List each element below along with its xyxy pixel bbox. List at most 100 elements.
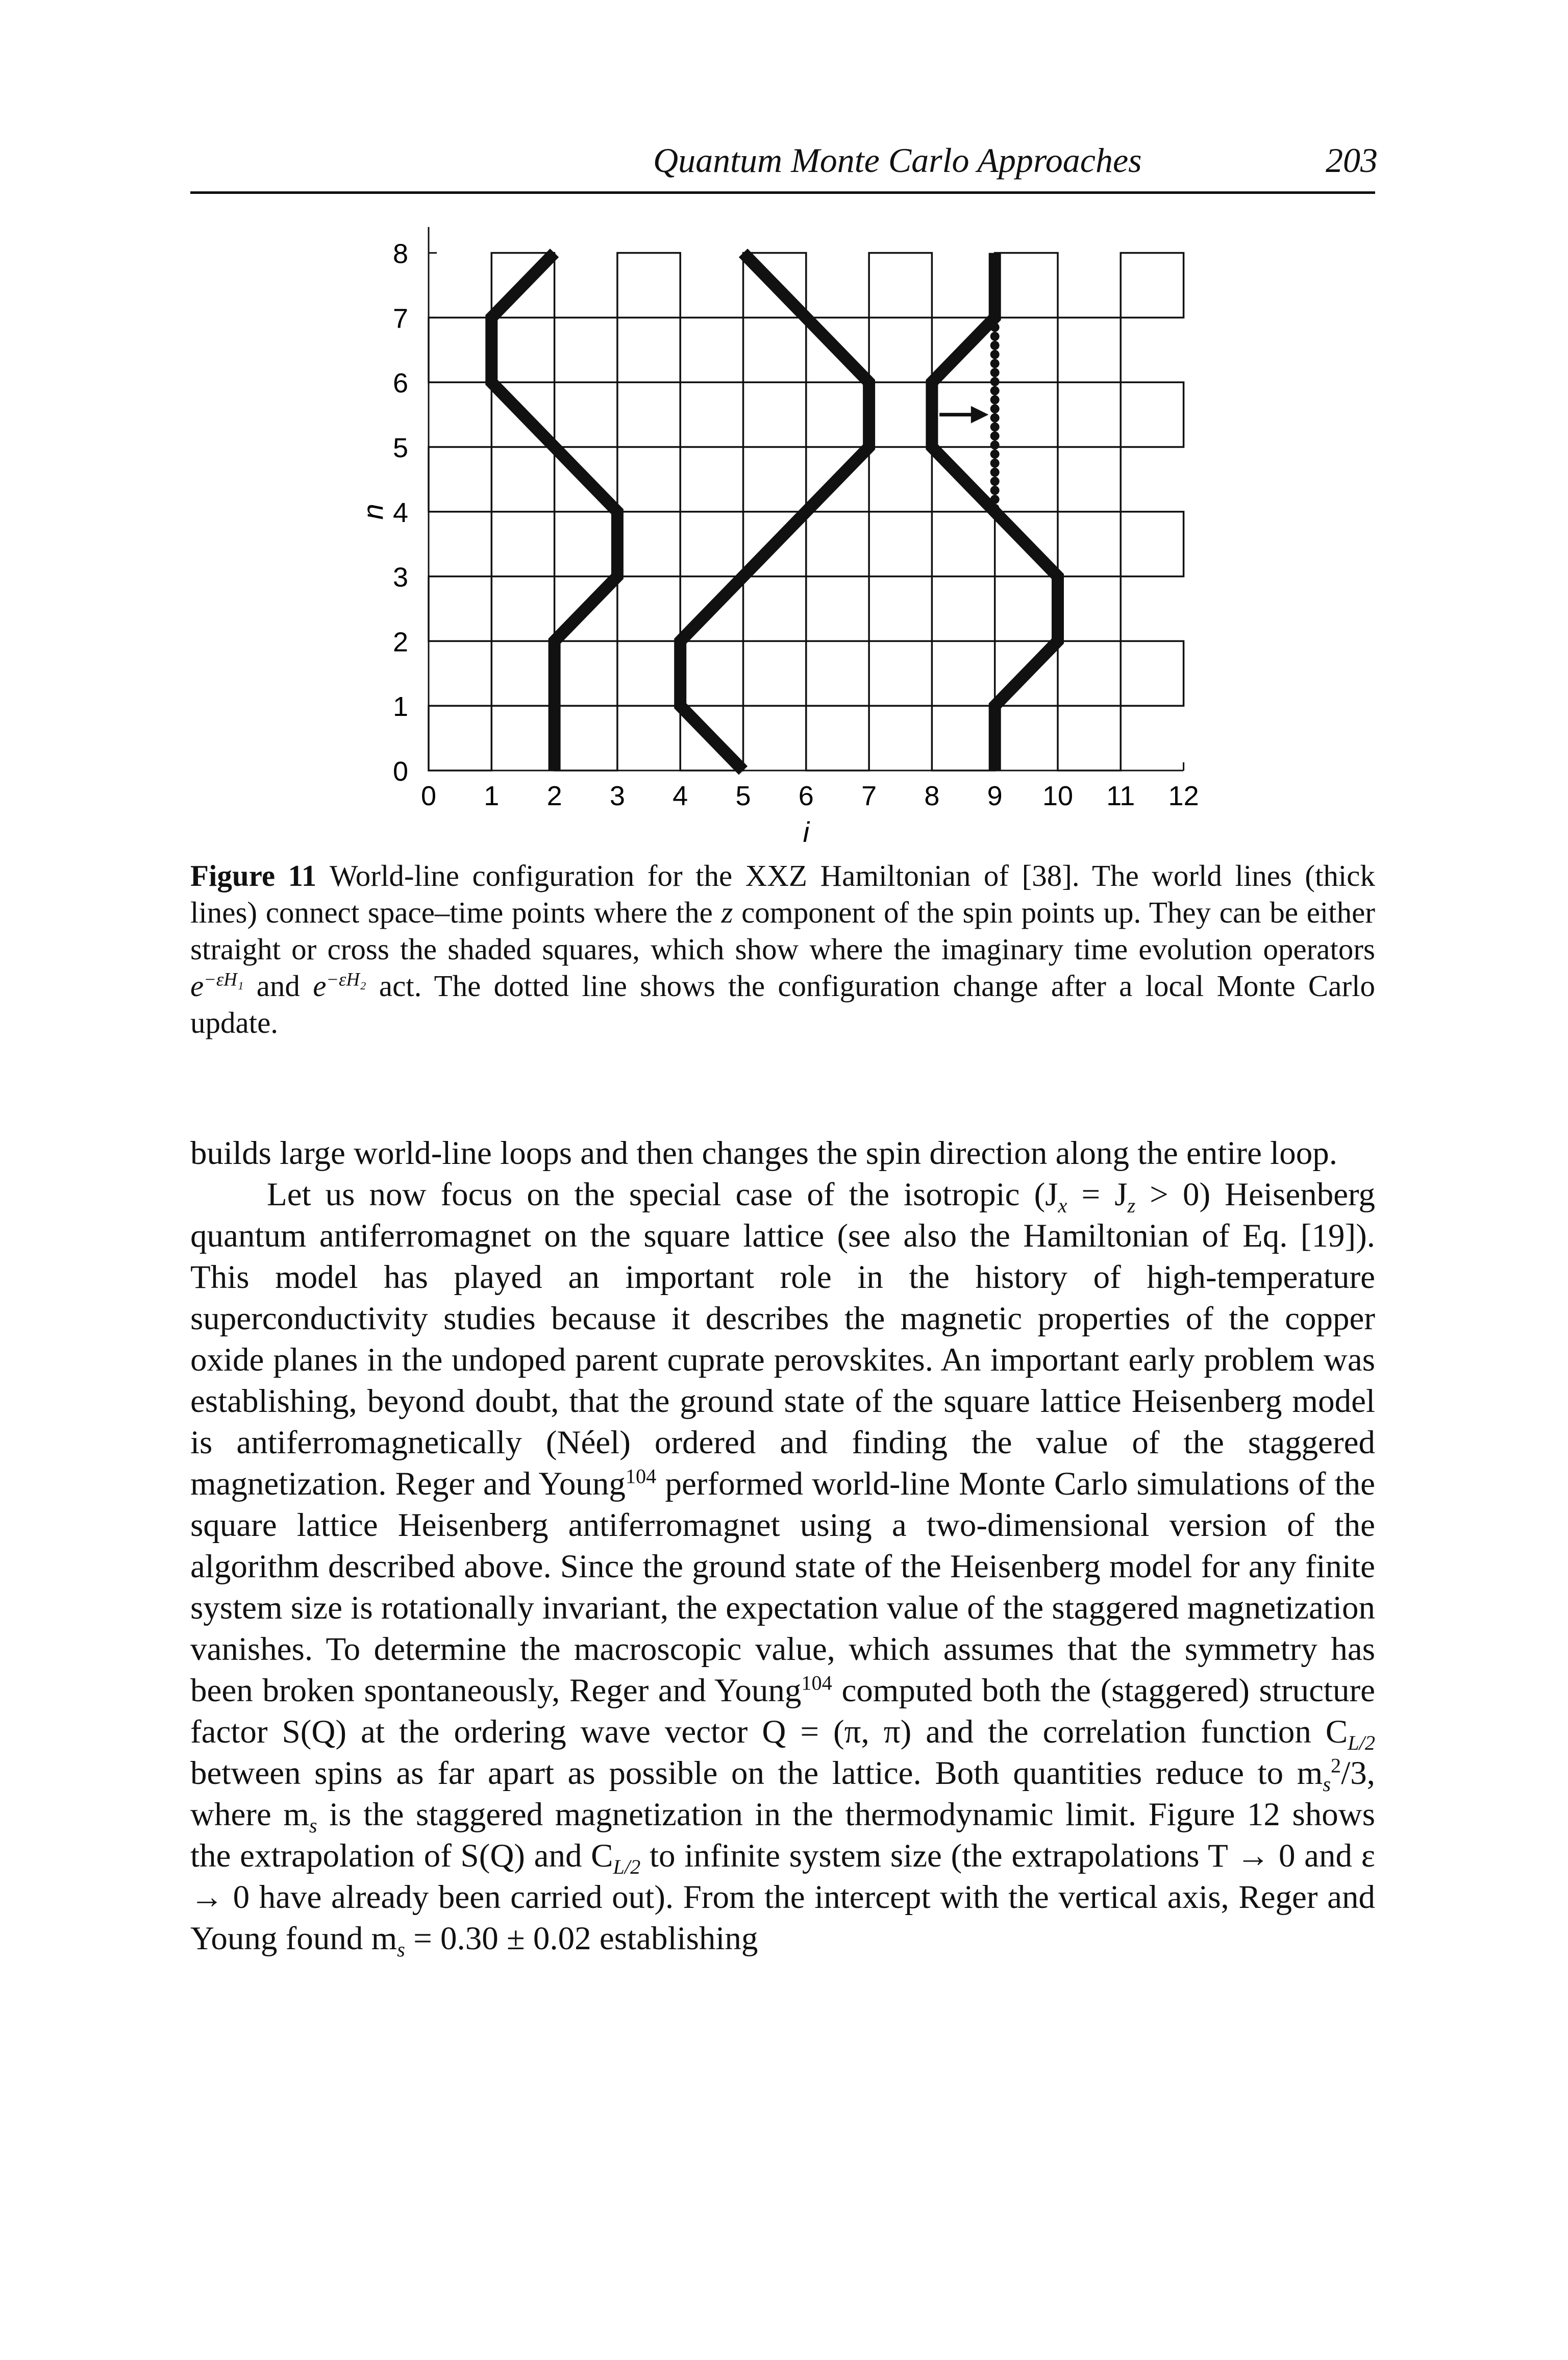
plaquette-square bbox=[428, 705, 493, 772]
plaquette-square bbox=[1119, 252, 1185, 319]
operator-2-base: e bbox=[313, 969, 327, 1003]
dot bbox=[990, 494, 1000, 504]
subscript: L/2 bbox=[613, 1855, 641, 1878]
x-tick-label: 6 bbox=[799, 781, 814, 811]
x-tick-label: 2 bbox=[547, 781, 562, 811]
paragraph-2: Let us now focus on the special case of … bbox=[190, 1174, 1375, 1960]
plaquette-square bbox=[742, 252, 807, 319]
plaquette-square bbox=[616, 252, 681, 319]
plaquette-square bbox=[868, 252, 933, 319]
plaquette-square bbox=[742, 381, 807, 448]
y-axis-label: n bbox=[357, 504, 389, 519]
subscript: z bbox=[1127, 1194, 1136, 1217]
plaquette-square bbox=[1057, 316, 1122, 383]
plaquette-square bbox=[428, 316, 493, 383]
x-tick-label: 8 bbox=[924, 781, 939, 811]
x-tick-label: 5 bbox=[735, 781, 751, 811]
plaquette-square bbox=[742, 640, 807, 707]
plaquette-square bbox=[553, 575, 618, 642]
text-run: to infinite system size (the extrapolati… bbox=[190, 1837, 1375, 1957]
dot bbox=[990, 368, 1000, 378]
x-tick-label: 12 bbox=[1168, 781, 1199, 811]
x-tick-label: 4 bbox=[673, 781, 688, 811]
x-tick-label: 10 bbox=[1042, 781, 1073, 811]
plaquette-square bbox=[490, 252, 556, 319]
plaquette-square bbox=[993, 640, 1059, 707]
plaquette-square bbox=[553, 316, 618, 383]
y-tick-label: 8 bbox=[393, 239, 408, 269]
citation-superscript: 104 bbox=[625, 1464, 657, 1488]
text-run: performed world-line Monte Carlo simulat… bbox=[190, 1465, 1375, 1709]
arrow-head bbox=[970, 406, 989, 424]
plaquette-square bbox=[616, 511, 681, 578]
caption-label: Figure 11 bbox=[190, 859, 317, 892]
plaquette-square bbox=[805, 575, 870, 642]
operator-1-exponent: −εH₁ bbox=[204, 968, 244, 990]
plaquette-square bbox=[553, 705, 618, 772]
y-tick-label: 5 bbox=[393, 433, 408, 463]
x-tick-label: 9 bbox=[987, 781, 1003, 811]
plaquette-square bbox=[931, 705, 996, 772]
text-run: computed both the (staggered) structure … bbox=[190, 1672, 1375, 1750]
y-tick-label: 2 bbox=[393, 627, 408, 657]
y-tick-label: 1 bbox=[393, 691, 408, 722]
text-run: is the staggered magnetization in the th… bbox=[190, 1796, 1375, 1874]
plaquette-square bbox=[868, 381, 933, 448]
plaquette-square bbox=[490, 381, 556, 448]
y-tick-label: 4 bbox=[393, 498, 408, 528]
update-arrow bbox=[939, 406, 989, 424]
text-run: /3, where m bbox=[190, 1755, 1375, 1833]
figure-caption: Figure 11 World-line configuration for t… bbox=[190, 857, 1375, 1041]
caption-text-2: component of the spin points up. They ca… bbox=[190, 896, 1376, 966]
y-tick-label: 0 bbox=[393, 756, 408, 787]
dot bbox=[990, 431, 1000, 441]
text-run: = J bbox=[1067, 1176, 1128, 1213]
plaquette-square bbox=[679, 575, 744, 642]
running-header: Quantum Monte Carlo Approaches 203 bbox=[602, 140, 1378, 196]
header-rule bbox=[190, 191, 1375, 194]
caption-text-1: World-line configuration for the XXZ Ham… bbox=[190, 859, 1375, 929]
plaquette-square bbox=[1057, 575, 1122, 642]
plaquette-square bbox=[1119, 640, 1185, 707]
text-run: between spins as far apart as possible o… bbox=[190, 1755, 1323, 1792]
dot bbox=[990, 332, 1000, 341]
plaquette-square bbox=[1057, 446, 1122, 513]
plaquette-square bbox=[931, 575, 996, 642]
dot bbox=[990, 340, 1000, 350]
plaquette-square bbox=[490, 511, 556, 578]
plaquette-square bbox=[868, 511, 933, 578]
superscript: 2 bbox=[1331, 1754, 1341, 1777]
plaquette-square bbox=[428, 446, 493, 513]
dot bbox=[990, 413, 1000, 423]
shaded-squares bbox=[428, 252, 1185, 772]
dot bbox=[990, 350, 1000, 359]
plaquette-square bbox=[553, 446, 618, 513]
plaquette-square bbox=[868, 640, 933, 707]
text-run: = 0.30 ± 0.02 establishing bbox=[405, 1920, 758, 1957]
citation-superscript: 104 bbox=[801, 1671, 832, 1695]
plaquette-square bbox=[679, 705, 744, 772]
plaquette-square bbox=[805, 446, 870, 513]
plaquette-square bbox=[679, 446, 744, 513]
caption-z-symbol: z bbox=[721, 896, 733, 929]
dot bbox=[990, 440, 1000, 450]
plaquette-square bbox=[742, 511, 807, 578]
dot bbox=[990, 485, 1000, 495]
operator-2-exponent: −εH₂ bbox=[326, 968, 366, 990]
page-number: 203 bbox=[1326, 141, 1378, 180]
x-tick-label: 7 bbox=[861, 781, 877, 811]
plaquette-square bbox=[616, 381, 681, 448]
paragraph-1: builds large world-line loops and then c… bbox=[190, 1135, 1337, 1172]
dot bbox=[990, 377, 1000, 386]
plaquette-square bbox=[616, 640, 681, 707]
operator-1-base: e bbox=[190, 969, 204, 1003]
dot bbox=[990, 422, 1000, 432]
plaquette-square bbox=[1057, 705, 1122, 772]
subscript: s bbox=[1323, 1773, 1331, 1796]
plaquette-square bbox=[679, 316, 744, 383]
plaquette-square bbox=[993, 381, 1059, 448]
dot bbox=[990, 504, 1000, 513]
text-run: Let us now focus on the special case of … bbox=[267, 1176, 1058, 1213]
dotted-update-line bbox=[990, 322, 1000, 513]
